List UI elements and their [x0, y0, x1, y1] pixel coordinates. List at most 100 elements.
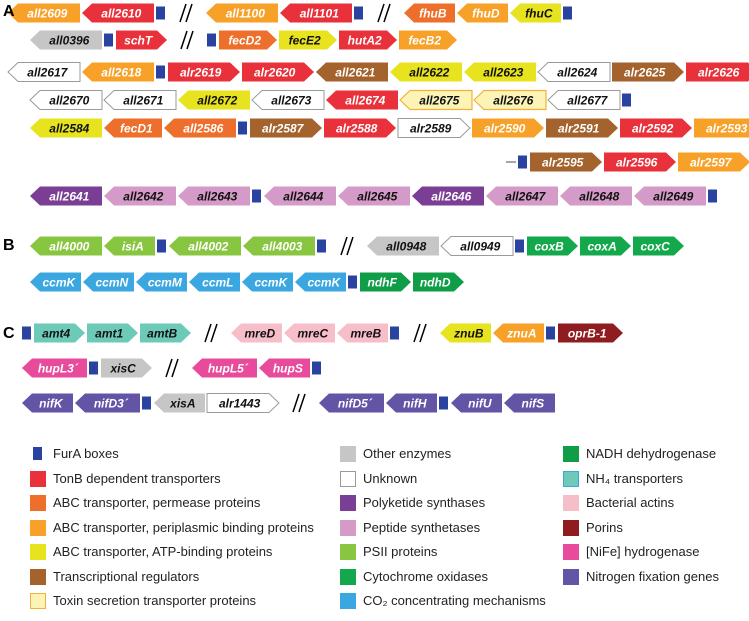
gene-arrow: alr2595 [530, 152, 602, 172]
gene-arrow: mreD [231, 323, 282, 343]
gene-label: alr2626 [698, 66, 740, 80]
gene-label: amtB [147, 327, 177, 341]
gene-label: all2623 [483, 66, 523, 80]
gene-label: fhuD [472, 7, 500, 21]
gene-label: all2610 [101, 7, 141, 21]
fura-box [89, 361, 98, 375]
gene-arrow: xisC [101, 358, 152, 378]
gene-label: amt4 [42, 327, 70, 341]
fura-box [104, 33, 113, 47]
legend-swatch [340, 519, 356, 536]
fura-box [515, 239, 524, 253]
gene-label: ndhD [420, 276, 451, 290]
gene-label: amt1 [95, 327, 123, 341]
gene-label: all2641 [49, 190, 89, 204]
gene-label: coxC [640, 240, 670, 254]
gene-label: isiA [122, 240, 144, 254]
gene-label: xisA [169, 397, 195, 411]
fura-box [390, 326, 399, 340]
gene-arrow: all2584 [30, 118, 102, 138]
gene-label: fhuB [419, 7, 447, 21]
gene-arrow: all0948 [367, 236, 439, 256]
gene-arrow: nifD3´ [75, 393, 140, 413]
gene-label: fhuC [525, 7, 553, 21]
gene-label: alr2587 [262, 122, 305, 136]
gene-label: all2677 [567, 94, 608, 108]
legend-text: Nitrogen fixation genes [586, 568, 719, 584]
gene-label: hupL3´ [38, 362, 79, 376]
gene-arrow: all2609 [8, 3, 80, 23]
fura-box [238, 121, 247, 135]
gene-label: ndhF [368, 276, 398, 290]
legend-text: NH₄ transporters [586, 470, 684, 486]
gene-label: schT [124, 34, 154, 48]
gene-label: nifK [39, 397, 64, 411]
fura-box [22, 326, 31, 340]
legend-text: PSII proteins [363, 544, 438, 559]
gene-arrow: nifU [451, 393, 502, 413]
fura-box [312, 361, 321, 375]
gene-label: mreD [244, 327, 275, 341]
gene-arrow: all4002 [169, 236, 241, 256]
fura-box [348, 275, 357, 289]
gene-label: all0949 [460, 240, 500, 254]
gene-arrow: all2647 [486, 186, 558, 206]
gene-arrow: all2641 [30, 186, 102, 206]
gene-arrow: all2674 [326, 90, 398, 110]
legend-text: Porins [586, 519, 623, 535]
gene-label: all2584 [49, 122, 89, 136]
gene-arrow: oprB-1 [558, 323, 623, 343]
fura-box [157, 239, 166, 253]
fura-box [622, 93, 631, 107]
break-mark [292, 393, 306, 413]
gene-arrow: all2676 [473, 89, 547, 111]
gene-arrow: amtB [140, 323, 191, 343]
gene-label: znuB [453, 327, 484, 341]
gene-arrow: all2648 [560, 186, 632, 206]
gene-label: all4000 [49, 240, 89, 254]
fura-box [708, 189, 717, 203]
legend-text: ABC transporter, periplasmic binding pro… [53, 519, 314, 535]
gene-arrow: amt1 [87, 323, 138, 343]
gene-label: nifS [521, 397, 544, 411]
gene-label: all2672 [197, 94, 237, 108]
gene-arrow: coxA [580, 236, 631, 256]
gene-arrow: alr2589 [397, 118, 471, 138]
gene-arrow: ndhF [360, 272, 411, 292]
break-mark [340, 236, 354, 256]
gene-label: alr2596 [616, 156, 658, 170]
legend-swatch [563, 568, 579, 585]
gene-label: all2646 [431, 190, 471, 204]
gene-arrow: fhuB [404, 3, 455, 23]
legend-swatch [30, 568, 46, 585]
gene-arrow: alr2597 [678, 152, 749, 172]
gene-arrow: all2677 [547, 90, 621, 110]
legend-swatch [30, 593, 46, 609]
gene-arrow: all1101 [280, 3, 352, 23]
gene-label: alr2593 [706, 122, 748, 136]
fura-box [354, 6, 363, 20]
fura-box [546, 326, 555, 340]
legend-swatch [340, 544, 356, 560]
gene-arrow: znuB [440, 323, 491, 343]
gene-label: alr2592 [632, 122, 674, 136]
gene-arrow: fecE2 [279, 30, 337, 50]
legend-text: Bacterial actins [586, 495, 675, 510]
gene-label: all2642 [123, 190, 163, 204]
gene-label: all2670 [49, 94, 89, 108]
legend-swatch [30, 470, 46, 487]
gene-label: znuA [506, 327, 536, 341]
gene-arrow: all2643 [178, 186, 250, 206]
gene-arrow: all2618 [82, 62, 154, 82]
legend-swatch [340, 495, 356, 511]
gene-label: all2645 [357, 190, 397, 204]
gene-label: fecD2 [228, 34, 261, 48]
legend-swatch [340, 470, 356, 487]
legend-swatch [563, 495, 579, 511]
fura-box [252, 189, 261, 203]
gene-label: all2643 [197, 190, 237, 204]
gene-label: ccmK [42, 276, 76, 290]
break-mark [180, 30, 194, 50]
gene-arrow: alr2626 [686, 62, 749, 82]
